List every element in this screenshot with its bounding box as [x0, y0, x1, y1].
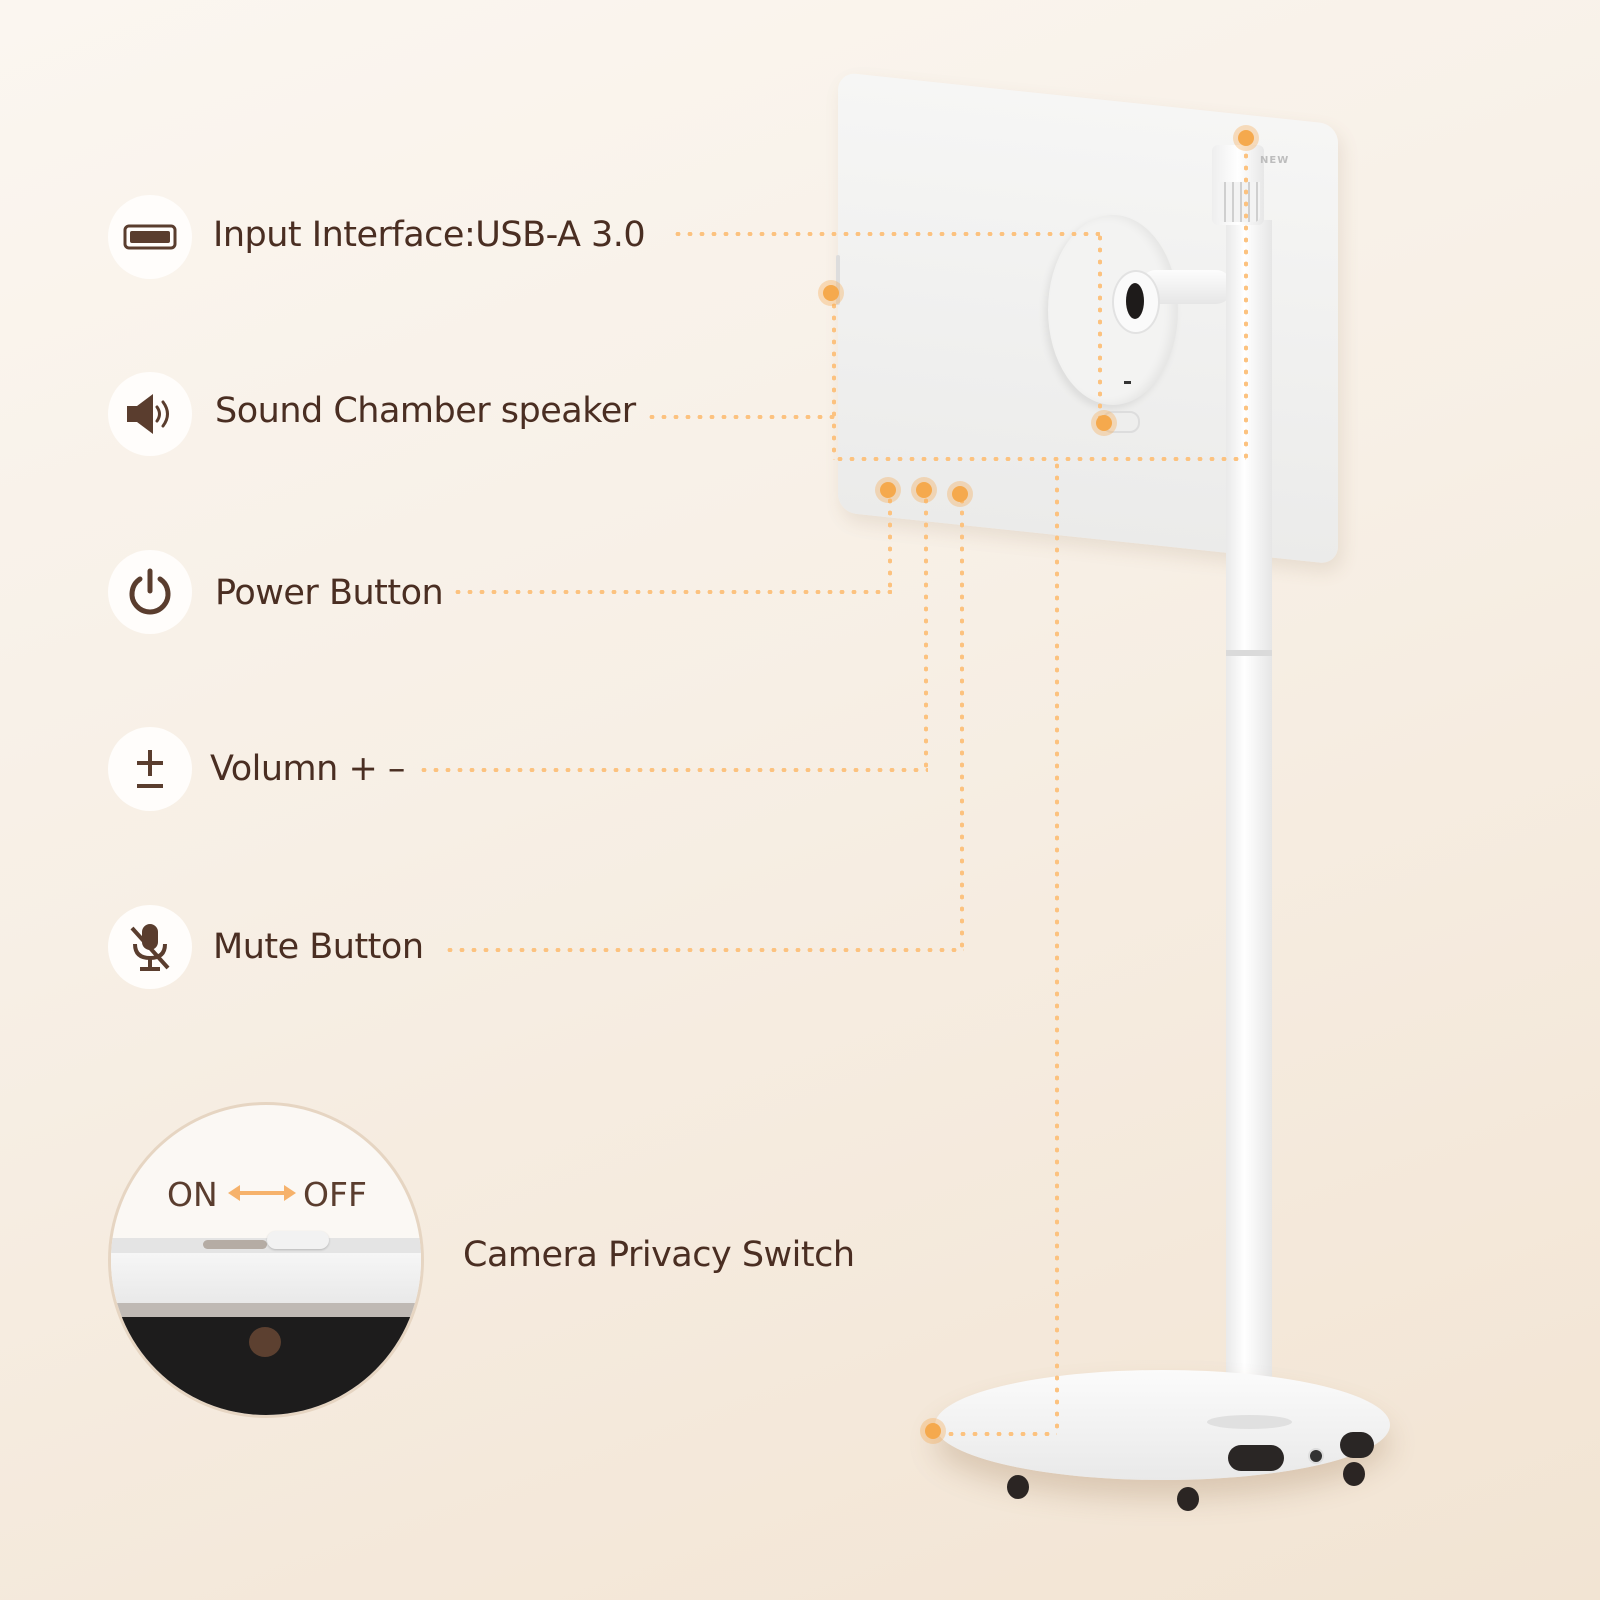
feature-label-volume: Volumn + –: [210, 749, 405, 789]
brand-text: NEW: [1260, 155, 1290, 166]
hotspot-side-speaker[interactable]: [818, 280, 844, 306]
hotspot-camera-switch[interactable]: [1091, 410, 1117, 436]
plus-minus-icon: [137, 750, 163, 788]
feature-label-mute: Mute Button: [213, 927, 424, 967]
speaker-icon: [127, 394, 169, 434]
feature-label-usb: Input Interface:USB-A 3.0: [213, 215, 646, 255]
feature-label-speaker: Sound Chamber speaker: [215, 391, 636, 431]
caster-wheel: [1007, 1475, 1029, 1499]
camera-switch-closeup: ON OFF: [108, 1102, 424, 1418]
camera-lens-icon: [249, 1327, 281, 1357]
hotspot-top-pole[interactable]: [1233, 125, 1259, 151]
base-handle-left: [1228, 1445, 1284, 1471]
callout-line-speaker-v: [832, 300, 836, 460]
hotspot-power[interactable]: [875, 477, 901, 503]
mute-icon-badge: [108, 905, 192, 989]
mount-hole: [1126, 283, 1144, 319]
pole-joint: [1226, 650, 1272, 656]
callout-line-mute: [444, 948, 964, 952]
callout-line-mute-v: [960, 495, 964, 950]
bezel-edge: [111, 1303, 421, 1317]
caster-wheel: [1177, 1487, 1199, 1511]
callout-line-volume-v: [924, 495, 928, 770]
callout-line-speaker-right: [1244, 150, 1248, 460]
hotspot-base[interactable]: [920, 1418, 946, 1444]
switch-knob[interactable]: [267, 1231, 329, 1249]
callout-line-usb-v: [1098, 232, 1102, 422]
pole-base-ring: [1207, 1415, 1292, 1429]
bezel-body: [111, 1253, 421, 1303]
callout-line-power: [452, 590, 892, 594]
callout-line-usb: [672, 232, 1100, 236]
hotspot-volume[interactable]: [911, 477, 937, 503]
callout-line-base: [945, 1432, 1057, 1436]
camera-privacy-label: Camera Privacy Switch: [463, 1235, 855, 1275]
pole-ribbed-collar: [1218, 182, 1260, 222]
stand-pole: [1226, 220, 1272, 1430]
base-jack: [1308, 1448, 1324, 1464]
usb-port-icon: [123, 224, 177, 250]
callout-line-volume: [418, 768, 928, 772]
hotspot-mute[interactable]: [947, 481, 973, 507]
callout-line-base-v: [1055, 460, 1059, 1435]
switch-off-label: OFF: [303, 1175, 367, 1214]
double-arrow-icon: [228, 1185, 296, 1201]
side-button-strip: [836, 255, 840, 305]
rolling-base: [935, 1370, 1390, 1480]
power-icon-badge: [108, 550, 192, 634]
speaker-icon-badge: [108, 372, 192, 456]
base-handle-right: [1340, 1432, 1374, 1458]
feature-label-power: Power Button: [215, 573, 444, 613]
usb-port: [1124, 381, 1131, 384]
usb-icon-badge: [108, 195, 192, 279]
callout-line-speaker-bottom: [834, 457, 1246, 461]
caster-wheel: [1343, 1462, 1365, 1486]
volume-icon-badge: [108, 727, 192, 811]
callout-line-power-v: [888, 495, 892, 592]
power-icon: [129, 568, 171, 615]
switch-slot: [203, 1240, 267, 1249]
switch-on-label: ON: [167, 1175, 218, 1214]
mic-off-icon: [130, 924, 170, 971]
callout-line-speaker: [646, 415, 836, 419]
